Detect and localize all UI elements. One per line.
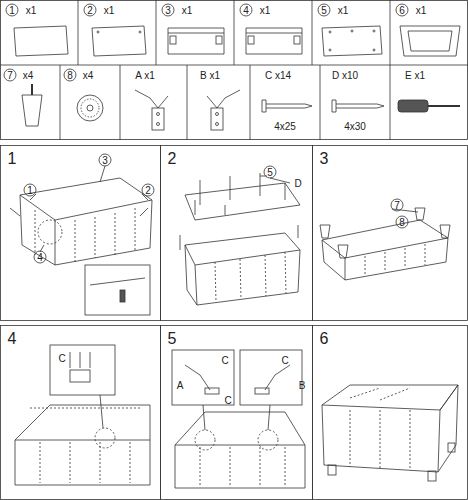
step-panel — [313, 146, 468, 321]
part-label: D — [294, 178, 301, 189]
part-label: E x1 — [405, 70, 425, 81]
part-label: 7 — [394, 200, 400, 211]
part-label: x1 — [260, 5, 271, 16]
part-label: C — [224, 395, 231, 406]
part-label: 4 — [243, 5, 249, 16]
part-label: x1 — [26, 5, 37, 16]
part-label: 5 — [267, 167, 273, 178]
step-panel — [161, 326, 313, 500]
step2-drawing — [180, 173, 300, 305]
part-label: x1 — [182, 5, 193, 16]
part-label: C — [281, 355, 288, 366]
part-label: x1 — [416, 5, 427, 16]
part-label: B — [299, 380, 306, 391]
step5-drawing — [172, 350, 305, 488]
part-label: x4 — [83, 70, 94, 81]
callout-circles — [4, 4, 408, 263]
step-number: 6 — [320, 330, 329, 347]
part-label: 1 — [27, 185, 33, 196]
part-label: 8 — [67, 70, 73, 81]
part-label: A x1 — [135, 70, 154, 81]
part-label: D x10 — [332, 70, 358, 81]
part-label: C — [221, 355, 228, 366]
part-label: x4 — [23, 70, 34, 81]
part-label: x1 — [104, 5, 115, 16]
part-label: C — [58, 353, 65, 364]
step-number: 1 — [8, 150, 17, 167]
part-drawings — [14, 26, 460, 130]
step-panel — [1, 146, 161, 321]
step-number: 3 — [320, 150, 329, 167]
step-number: 2 — [168, 150, 177, 167]
step1-drawing — [10, 166, 152, 315]
part-label: 3 — [165, 5, 171, 16]
part-label: A — [177, 380, 184, 391]
parts-table — [1, 1, 468, 140]
step-panel — [161, 146, 313, 321]
part-label: 6 — [399, 5, 405, 16]
part-label: 7 — [7, 70, 13, 81]
part-label: 1 — [9, 5, 15, 16]
part-label: 3 — [102, 155, 108, 166]
part-label: x1 — [338, 5, 349, 16]
part-label: 5 — [321, 5, 327, 16]
part-label: 2 — [87, 5, 93, 16]
part-label: 4 — [37, 252, 43, 263]
step-panel — [313, 326, 468, 500]
step3-drawing — [320, 208, 450, 280]
step-number: 4 — [8, 330, 17, 347]
step-number: 5 — [168, 330, 177, 347]
part-label: 4x25 — [274, 121, 296, 132]
part-label: 8 — [399, 217, 405, 228]
step-panel — [1, 326, 161, 500]
part-label: C x14 — [265, 70, 291, 81]
part-label: 4x30 — [344, 121, 366, 132]
step4-drawing — [15, 345, 150, 485]
step6-drawing — [322, 385, 458, 481]
part-label: 2 — [145, 185, 151, 196]
part-label: B x1 — [200, 70, 220, 81]
